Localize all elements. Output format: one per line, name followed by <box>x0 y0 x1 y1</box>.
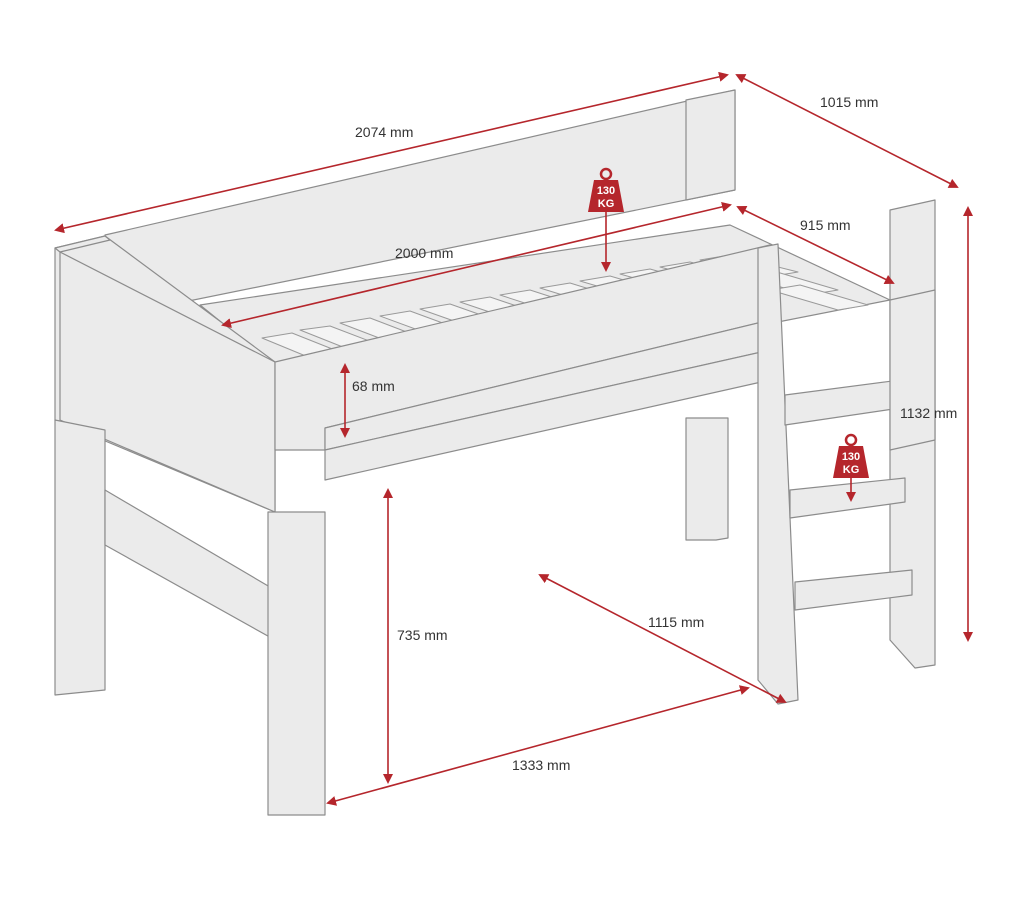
weight-icon: 130 KG <box>833 433 869 478</box>
ladder-load-value: 130 <box>842 451 860 463</box>
back-right-leg <box>685 417 729 541</box>
right-foot-panel <box>889 289 936 451</box>
bed-illustration <box>54 89 936 816</box>
mattress-width-label: 915 mm <box>800 217 851 233</box>
under-bed-clearance-label: 735 mm <box>397 627 448 643</box>
back-post <box>685 89 736 201</box>
ladder-footprint-line <box>326 685 750 806</box>
overall-depth-label: 1015 mm <box>820 94 878 110</box>
overall-depth-line <box>735 74 959 188</box>
mattress-width-line <box>736 206 895 284</box>
overall-length-label: 2074 mm <box>355 124 413 140</box>
rail-height-label: 68 mm <box>352 378 395 394</box>
overall-height-label: 1132 mm <box>900 405 957 421</box>
left-head-top <box>54 235 111 253</box>
ladder-load-unit: KG <box>843 464 860 476</box>
ladder-footprint-label: 1333 mm <box>512 757 570 773</box>
mattress-load-unit: KG <box>598 198 615 210</box>
ladder-offset-line <box>538 574 787 703</box>
dimension-labels: 2074 mm 1015 mm 2000 mm 915 mm 68 mm 113… <box>352 94 957 773</box>
mattress-load-value: 130 <box>597 185 615 197</box>
left-cross-rail <box>104 489 276 641</box>
left-front-leg <box>267 511 326 816</box>
mattress-length-line <box>221 201 732 329</box>
ladder-step-1 <box>784 379 901 426</box>
mattress-length-label: 2000 mm <box>395 245 453 261</box>
dimension-lines <box>54 71 973 806</box>
ladder-step-2 <box>789 477 906 519</box>
left-back-leg <box>54 419 106 696</box>
ladder-step-3 <box>794 569 913 611</box>
ladder-offset-label: 1115 mm <box>648 614 704 630</box>
weight-icon: 130 KG <box>588 167 624 212</box>
overall-length-line <box>54 71 729 234</box>
